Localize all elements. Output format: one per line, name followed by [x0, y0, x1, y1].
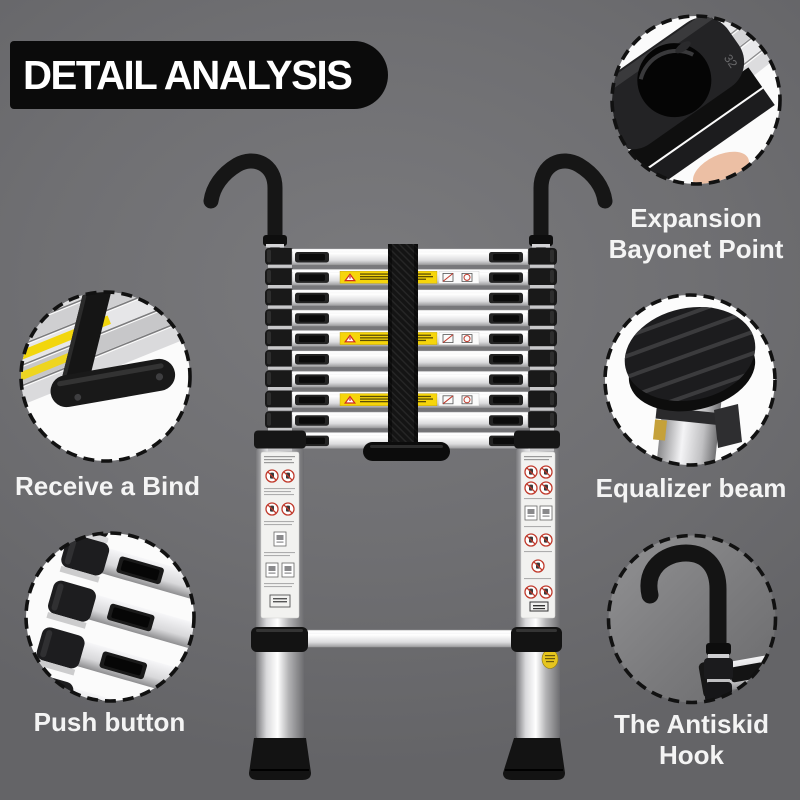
right-hook	[529, 153, 613, 250]
callout-expansion-bayonet: 32	[609, 13, 783, 187]
right-rail-warning-sticker	[524, 456, 553, 612]
left-foot	[249, 738, 311, 780]
right-foot	[503, 738, 565, 780]
push-button-photo	[24, 531, 196, 703]
label-expansion-bayonet: Expansion Bayonet Point	[608, 203, 784, 264]
left-hook	[203, 153, 287, 250]
dashed-circle-border	[610, 14, 782, 186]
dashed-circle-border	[24, 531, 196, 703]
title-banner: DETAIL ANALYSIS	[10, 41, 388, 109]
strap-band	[62, 292, 118, 383]
strap-handle-highlight	[370, 445, 443, 448]
page-title: DETAIL ANALYSIS	[23, 51, 353, 98]
leg-bracket	[714, 404, 742, 448]
right-locking-collar	[511, 627, 562, 652]
callout-push-button	[23, 530, 197, 704]
bind-handle	[50, 358, 176, 408]
equalizer-beam-photo	[603, 293, 777, 467]
label-push-button: Push button	[33, 707, 186, 737]
carry-strap	[388, 244, 418, 444]
antiskid-hook-photo	[606, 533, 778, 705]
bayonet-end-cap: 32	[612, 16, 775, 184]
label-antiskid-hook: The Antiskid Hook	[613, 709, 770, 770]
rung-stack	[254, 247, 560, 452]
left-locking-collar	[251, 627, 308, 652]
receive-bind-photo	[19, 290, 192, 463]
right-side-rail	[516, 448, 560, 739]
dashed-circle-border	[19, 290, 192, 463]
hook-shape	[640, 544, 733, 702]
callout-antiskid-hook	[606, 533, 778, 705]
rubber-foot-pad	[615, 300, 765, 412]
expansion-bayonet-photo: 32	[610, 14, 782, 186]
callout-equalizer-beam	[602, 292, 778, 468]
dashed-circle-border	[603, 293, 777, 467]
telescoping-ladder-photo	[203, 153, 613, 780]
brass-fitting	[652, 419, 668, 441]
left-side-rail	[256, 448, 304, 739]
dashed-circle-border	[606, 533, 778, 705]
left-rail-warning-sticker	[264, 456, 295, 608]
label-receive-bind: Receive a Bind	[15, 471, 200, 501]
callout-receive-bind	[18, 289, 193, 464]
strap-handle	[363, 442, 450, 461]
label-equalizer-beam: Equalizer beam	[595, 473, 787, 503]
